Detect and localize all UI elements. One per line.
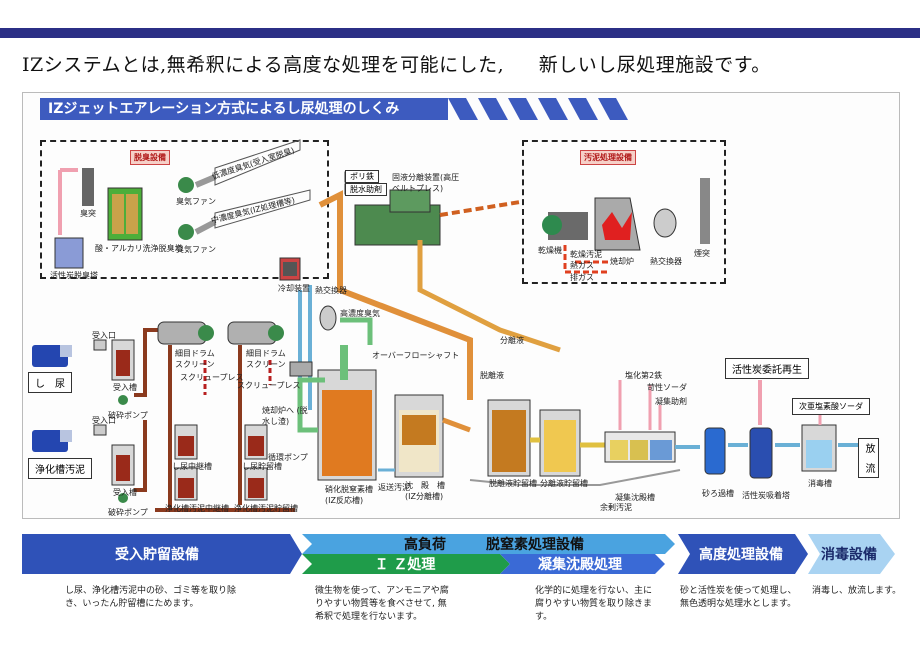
label-smoke: 乾燥汚泥 [570,250,602,259]
stage2-left-label: Ｉ Ｚ処理 [374,557,436,573]
label-fan2: 臭気ファン [176,245,216,254]
stage2-top [302,534,675,554]
press1: スクリュープレス [180,373,244,382]
headline-part2: 新しいし尿処理施設です。 [538,54,771,76]
stage1-label: 受入貯留設備 [115,547,199,563]
label-fan1: 臭気ファン [176,197,216,206]
carbon-regen: 活性炭委託再生 [725,358,809,379]
stage2-right-label: 凝集沈殿処理 [538,557,622,573]
desorb-label: 脱離液 [480,371,504,380]
desc5: 消毒し、放流します。 [812,586,902,596]
stage1-chevron [22,534,302,574]
truck2 [32,430,68,452]
stage2-top-label: 高負荷 [404,537,446,553]
iz-pump-label: 循環ポンプ [268,453,308,462]
sep-tank-label: 脱離液貯留槽 [489,479,537,488]
heat-exchanger [653,208,677,238]
stage4-label: 消毒設備 [821,547,877,563]
desc4: 砂と活性炭を使って処理し、無色透明な処理水とします。 [680,586,797,609]
label-stack: 煙突 [694,249,710,258]
sludge-box [522,140,726,284]
stack [700,178,710,244]
deodor-chimney [82,168,94,206]
truck1 [32,345,68,367]
hypo-label: 次亜塩素酸ソーダ [792,398,870,415]
deodor-title: 脱臭設備 [130,150,170,165]
label-dryer: 乾燥機 [538,246,562,255]
storage3: 浄化槽汚泥中継槽 [165,504,229,513]
label-ash: 熱交換器 [650,257,682,266]
label-cold: 排ガス [570,273,594,282]
tank2: 受入槽 [113,488,137,497]
deodor-box [40,140,329,279]
label-hot: 熱ガス [570,261,594,270]
tank1: 受入槽 [113,383,137,392]
label-incinerator: 焼却炉 [610,257,634,266]
stage2-left [302,554,510,574]
sand-label: 砂ろ過槽 [702,489,734,498]
desc2: 微生物を使って、アンモニアや腐りやすい物質等を食べさせて, 無希釈で処理を行ない… [315,586,449,622]
port2: 受入口 [92,416,116,425]
sep2-label: 分離液貯留槽 [540,479,588,488]
excess-label: 余剰汚泥 [600,503,632,512]
deodor-fan1 [178,177,194,193]
drum2: 細目ドラム スクリーン [246,349,286,369]
storage1: し尿中継槽 [172,462,212,471]
sludge-title: 汚泥処理設備 [580,150,636,165]
carbon-tower2 [749,427,773,479]
iz-tank-label: 硝化脱窒素槽 (IZ反応槽) [325,485,373,505]
chem3: 凝集助剤 [655,397,687,406]
stage4-chevron [808,534,895,574]
press2: スクリュープレス [237,381,301,390]
overflow-label: オーバーフローシャフト [372,351,460,360]
stage2-right [500,554,665,574]
top-rule [0,28,920,38]
title-chevrons [448,98,628,120]
chem2: 苛性ソーダ [647,383,687,392]
hp-air-label: 高濃度臭気 [340,309,380,318]
disinfect-label: 消毒槽 [808,479,832,488]
sand-filter [704,427,726,475]
source1: し 尿 [28,372,72,393]
diagram-title: IZジェットエアレーション方式によるし尿処理のしくみ [40,98,448,120]
iz-settle-label: 沈 殿 槽 (IZ分離槽) [405,481,445,501]
label-carbon: 活性炭脱臭塔 [50,271,98,280]
storage2: し尿貯留槽 [242,462,282,471]
belt-press-label: 固液分離装置(高圧ベルトプレス) [392,173,460,193]
stage3-chevron [678,534,808,574]
desc1: し尿、浄化槽汚泥中の砂、ゴミ等を取り除き、いったん貯留槽にためます。 [65,586,237,609]
iz-return-label: 返送汚泥 [378,483,410,492]
headline-part1: IZシステムとは,無希釈による高度な処理を可能にした, [22,54,505,76]
sep-water-label: 分離液 [500,336,524,345]
label-chimney: 臭突 [80,209,96,218]
polymer-label: ポリ鉄 [345,170,379,183]
dryer-route: 焼却炉へ (脱水し渣) [262,406,308,426]
page-headline: IZシステムとは,無希釈による高度な処理を可能にした, 新しいし尿処理施設です。 [22,50,799,77]
desc3: 化学的に処理を行ない、主に腐りやすい物質を取り除きます。 [535,586,653,622]
carbon-tower [54,237,84,269]
stage3-label: 高度処理設備 [699,547,783,563]
discharge-label: 放 流 [858,438,879,478]
hx-label: 熱交換器 [315,286,347,295]
label-scrubber: 酸・アルカリ洗浄脱臭塔 [95,244,183,253]
drum1: 細目ドラム スクリーン [175,349,215,369]
chem1: 塩化第2鉄 [625,371,663,380]
stage2-mid-label: 脱窒素処理設備 [486,537,584,553]
pump2: 破砕ポンプ [108,508,148,517]
pump1: 破砕ポンプ [108,411,148,420]
storage4: 浄化槽汚泥貯留槽 [234,504,298,513]
deodor-fan2 [178,224,194,240]
agent-label: 脱水助剤 [345,183,387,196]
port1: 受入口 [92,331,116,340]
coag-label: 凝集沈殿槽 [615,493,655,502]
source2: 浄化槽汚泥 [28,458,92,479]
cooling-label: 冷却装置 [278,284,310,293]
carbon-label: 活性炭吸着塔 [742,491,790,500]
